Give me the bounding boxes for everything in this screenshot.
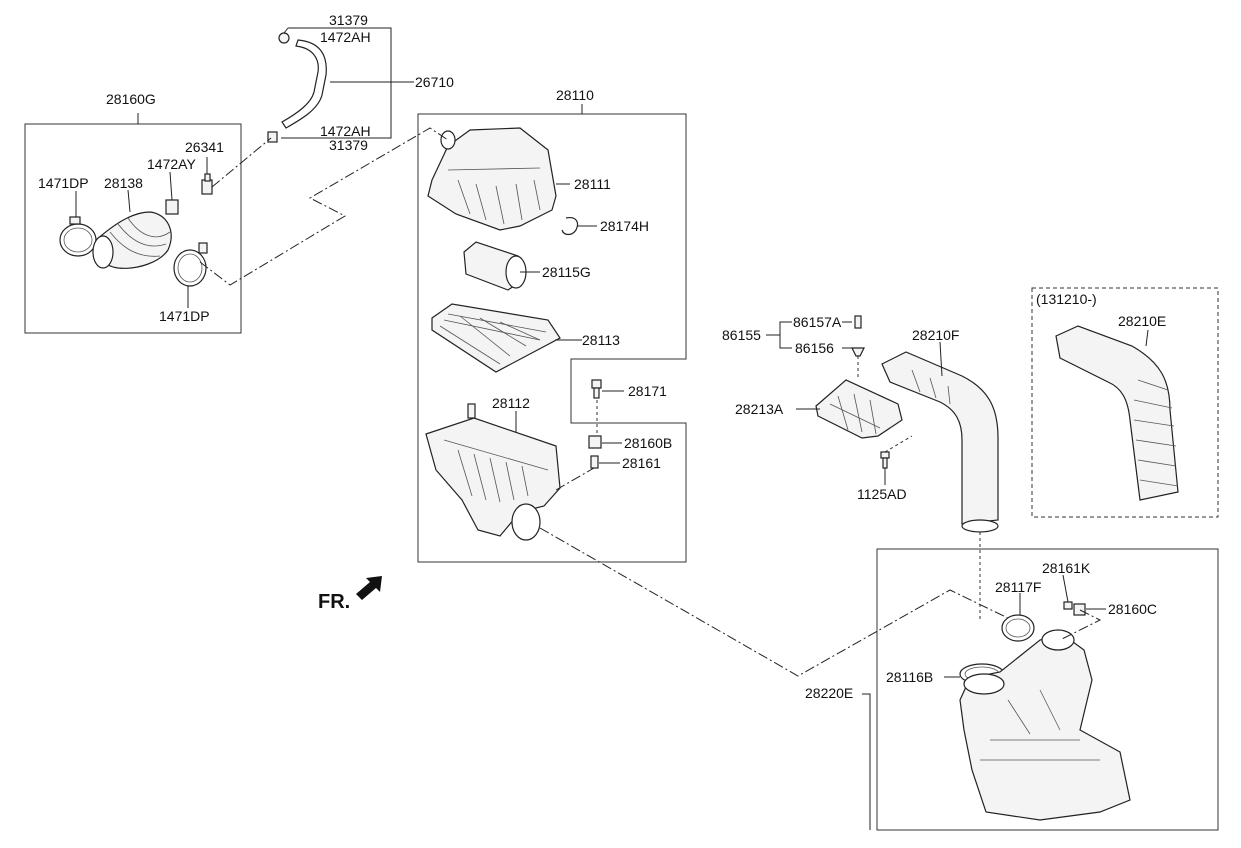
- label-28210F: 28210F: [912, 327, 959, 343]
- grommet-28160B: [588, 435, 602, 449]
- duct-28210F: [881, 351, 999, 533]
- label-28174H: 28174H: [600, 218, 649, 234]
- clamp-1471DP-bottom: [173, 242, 208, 287]
- bracket-28213A: [815, 379, 903, 439]
- label-28115G: 28115G: [542, 264, 591, 280]
- box-28110: [417, 113, 687, 563]
- label-28213A: 28213A: [735, 401, 784, 417]
- label-86156: 86156: [795, 340, 834, 356]
- air-cleaner-cover-28111: [427, 127, 557, 231]
- label-1472AH-bottom: 1472AH: [320, 123, 371, 139]
- clamp-1471DP-left: [59, 216, 97, 257]
- air-flow-sensor-28115G: [463, 241, 527, 291]
- filter-element-28113: [431, 303, 561, 373]
- label-1472AH-top: 1472AH: [320, 29, 371, 45]
- label-28161K: 28161K: [1042, 560, 1091, 576]
- label-28171: 28171: [628, 383, 667, 399]
- label-1472AY: 1472AY: [147, 156, 196, 172]
- box-28160G: [24, 123, 242, 334]
- label-28161: 28161: [622, 455, 661, 471]
- box-variant-131210: [1031, 287, 1219, 518]
- bolt-28171: [591, 379, 602, 399]
- label-1125AD: 1125AD: [857, 486, 907, 502]
- label-28116B: 28116B: [886, 669, 933, 685]
- grommet-28160C: [1073, 603, 1086, 616]
- screw-1125AD: [880, 451, 890, 469]
- label-28220E: 28220E: [805, 685, 853, 701]
- resonator-28220E: [959, 629, 1131, 821]
- label-28210E: 28210E: [1118, 313, 1166, 329]
- air-cleaner-body-28112: [425, 403, 561, 541]
- label-131210: (131210-): [1036, 291, 1097, 307]
- label-31379-bottom: 31379: [329, 137, 368, 153]
- pin-86157A: [854, 315, 862, 329]
- sensor-26341: [201, 173, 213, 195]
- hose-26710: [267, 32, 327, 143]
- label-86155: 86155: [722, 327, 761, 343]
- label-front: FR.: [318, 591, 350, 613]
- label-26710: 26710: [415, 74, 454, 90]
- label-28110: 28110: [556, 87, 594, 103]
- clip-28174H: [561, 217, 579, 236]
- label-28160G: 28160G: [106, 91, 156, 107]
- clip-1472AY: [165, 199, 179, 215]
- duct-28210E: [1055, 325, 1179, 501]
- label-28160C: 28160C: [1108, 601, 1157, 617]
- label-28113: 28113: [582, 332, 620, 348]
- label-28160B: 28160B: [624, 435, 672, 451]
- label-26341: 26341: [185, 139, 224, 155]
- label-86157A: 86157A: [793, 314, 842, 330]
- label-28138: 28138: [104, 175, 143, 191]
- pin-28161: [590, 455, 599, 469]
- label-1471DP-bottom: 1471DP: [159, 308, 210, 324]
- label-1471DP-left: 1471DP: [38, 175, 89, 191]
- label-31379-top: 31379: [329, 12, 368, 28]
- pin-28161K: [1063, 601, 1073, 610]
- label-28117F: 28117F: [995, 579, 1041, 595]
- box-28220E: [876, 548, 1219, 831]
- grommet-86156: [851, 347, 865, 357]
- label-28112: 28112: [492, 395, 530, 411]
- front-arrow-icon: [356, 576, 382, 600]
- intake-hose-28138: [92, 211, 172, 269]
- label-28111: 28111: [574, 176, 611, 192]
- seal-28117F: [1001, 614, 1035, 642]
